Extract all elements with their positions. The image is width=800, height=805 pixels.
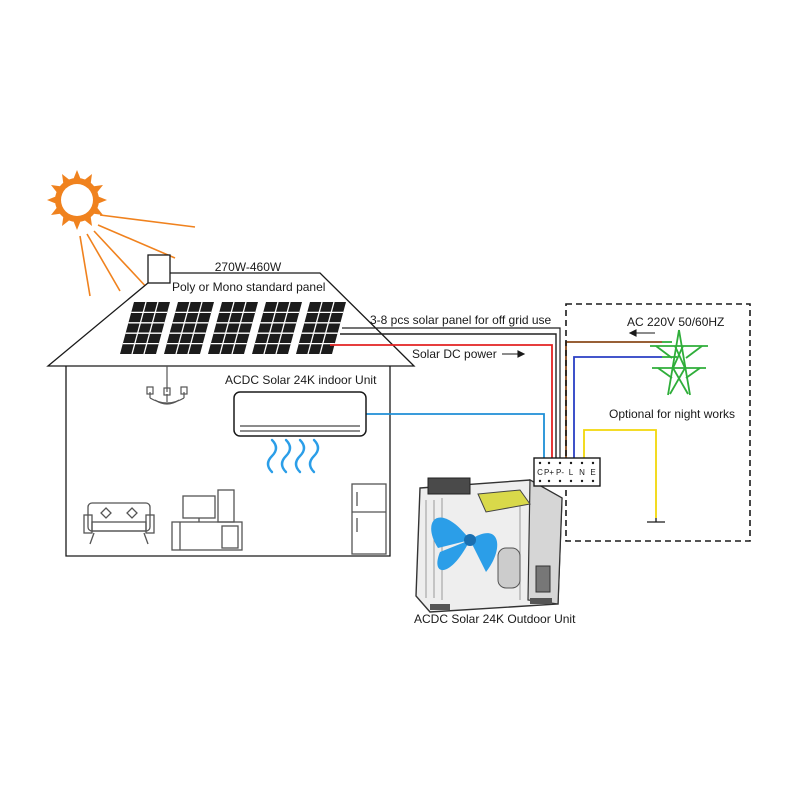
outdoor-unit-label: ACDC Solar 24K Outdoor Unit xyxy=(414,612,576,626)
terminal-screw xyxy=(558,461,562,465)
terminal-screw xyxy=(547,479,551,483)
chandelier-icon xyxy=(146,366,188,405)
sofa-icon xyxy=(83,502,155,545)
earth-wire xyxy=(583,429,657,518)
solar-panel xyxy=(296,301,346,355)
terminal-screw xyxy=(580,479,584,483)
ground-icon xyxy=(647,518,665,523)
solar-panels xyxy=(120,301,346,355)
solar-panel xyxy=(120,301,170,355)
indoor-unit xyxy=(233,391,367,437)
terminal-screw xyxy=(538,461,542,465)
terminal-label: C xyxy=(537,468,543,477)
live-wire xyxy=(565,341,662,462)
computer-desk-icon xyxy=(171,489,243,551)
terminal-label: L xyxy=(569,468,574,477)
outdoor-unit xyxy=(415,477,563,613)
panel-count-label: 3-8 pcs solar panel for off grid use xyxy=(370,313,552,327)
indoor-unit-label: ACDC Solar 24K indoor Unit xyxy=(225,373,377,387)
terminal-label: E xyxy=(590,468,595,477)
panel-power-label: 270W-460W xyxy=(215,260,282,274)
panel-type-label: Poly or Mono standard panel xyxy=(172,280,325,294)
dc-positive-wire xyxy=(330,344,553,462)
terminal-screw xyxy=(569,461,573,465)
airflow-icon xyxy=(266,438,320,474)
night-works-label: Optional for night works xyxy=(609,407,735,421)
signal-wire xyxy=(366,413,545,462)
dc-negative-wire xyxy=(340,333,557,462)
terminal-label: N xyxy=(579,468,585,477)
terminal-label: P- xyxy=(556,468,564,477)
power-tower-icon xyxy=(650,329,708,396)
terminal-screw xyxy=(591,479,595,483)
terminal-screw xyxy=(547,461,551,465)
terminal-screw xyxy=(580,461,584,465)
neutral-wire xyxy=(573,356,662,462)
terminal-screw xyxy=(558,479,562,483)
dc-flow-arrow xyxy=(502,350,526,358)
solar-panel xyxy=(252,301,302,355)
terminal-screw xyxy=(569,479,573,483)
fan-icon xyxy=(431,517,498,572)
sun-icon xyxy=(47,170,107,230)
fridge-icon xyxy=(351,483,387,555)
terminal-screw xyxy=(538,479,542,483)
terminal-screw xyxy=(591,461,595,465)
dc-power-label: Solar DC power xyxy=(412,347,497,361)
solar-panel xyxy=(208,301,258,355)
panel-count-leader xyxy=(342,327,561,462)
ac-supply-label: AC 220V 50/60HZ xyxy=(627,315,724,329)
terminal-label: P+ xyxy=(544,468,554,477)
ac-flow-arrow xyxy=(628,329,655,337)
grid-supply-box xyxy=(565,303,751,542)
sun-rays xyxy=(79,214,196,297)
solar-panel xyxy=(164,301,214,355)
